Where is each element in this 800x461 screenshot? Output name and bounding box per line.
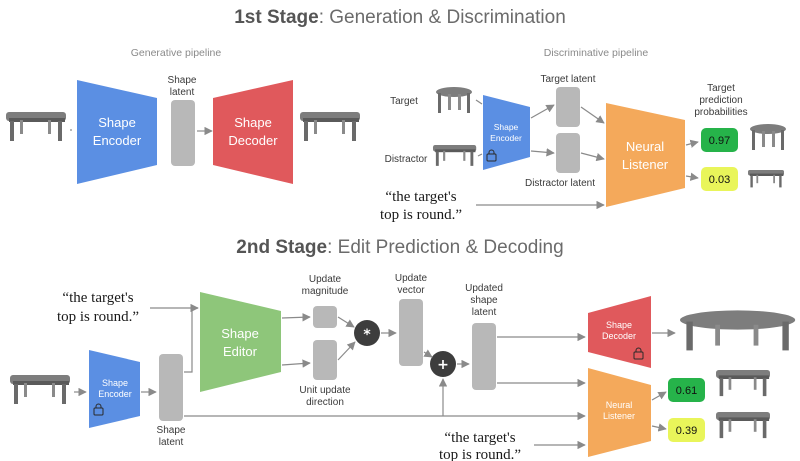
plus-symbol: +	[437, 357, 449, 373]
generative-pipeline-label: Generative pipeline	[131, 47, 222, 59]
prob-title-2: prediction	[699, 95, 742, 106]
stage2-utterance-line1: “the target's	[62, 290, 133, 306]
discriminative-pipeline-label: Discriminative pipeline	[544, 47, 649, 59]
stage1-utterance-line2: top is round.”	[380, 207, 462, 223]
stage1-utterance-line1: “the target's	[385, 189, 456, 205]
small-encoder-label-2: Encoder	[490, 133, 522, 143]
unit-direction-label-1: Unit update	[299, 385, 351, 396]
prob-title-1: Target	[707, 83, 735, 94]
stage2-utterance2-line2: top is round.”	[439, 447, 521, 461]
shape-encoder-label-2: Encoder	[93, 133, 142, 148]
prob-distractor-badge	[701, 167, 738, 191]
stage1-title: 1st Stage: Generation & Discrimination	[234, 7, 566, 28]
shape-decoder-block	[213, 80, 293, 184]
stage2-utterance-line2: top is round.”	[57, 309, 139, 325]
updated-latent-label-1: Updated	[465, 283, 503, 294]
stage2-shape-latent-label-1: Shape	[157, 425, 186, 436]
stage2-listener-label-1: Neural	[606, 400, 633, 410]
prob-edited-value: 0.61	[676, 385, 697, 397]
distractor-latent-label: Distractor latent	[525, 178, 595, 189]
prob-target-value: 0.97	[709, 135, 730, 147]
stage2-shape-latent-label-2: latent	[159, 437, 184, 448]
prob-target-badge	[701, 128, 738, 152]
lock-icon	[93, 403, 104, 416]
multiply-symbol: *	[363, 327, 371, 343]
small-encoder-label-1: Shape	[494, 122, 519, 132]
stage2-neural-listener-block	[588, 368, 651, 457]
prob-distractor-value: 0.03	[709, 174, 730, 186]
target-latent-block	[556, 87, 580, 127]
neural-listener-label-1: Neural	[626, 139, 664, 154]
unit-direction-label-2: direction	[306, 397, 344, 408]
lock-icon	[633, 347, 644, 360]
update-vector-label-1: Update	[395, 273, 428, 284]
shape-editor-label-1: Shape	[221, 326, 259, 341]
update-vector-block	[399, 299, 423, 366]
shape-latent-label-2: latent	[170, 87, 195, 98]
edited-shape-result	[716, 370, 770, 397]
small-shape-encoder-block	[483, 95, 530, 170]
update-magnitude-block	[313, 306, 337, 328]
shape-editor-label-2: Editor	[223, 344, 258, 359]
unit-direction-block	[313, 340, 337, 380]
stage2-utterance2-line1: “the target's	[444, 430, 515, 446]
update-magnitude-label-1: Update	[309, 274, 342, 285]
stage2-input-shape	[10, 375, 70, 404]
neural-listener-label-2: Listener	[622, 157, 669, 172]
target-label: Target	[390, 96, 418, 107]
shape-latent-block	[171, 100, 195, 166]
stage2-listener-label-2: Listener	[603, 411, 635, 421]
add-operator	[430, 351, 456, 377]
edited-shape-output	[680, 310, 796, 351]
target-shape	[436, 87, 472, 113]
shape-editor-block	[200, 292, 281, 392]
stage2-shape-decoder-block	[588, 296, 651, 368]
shape-decoder-label-2: Decoder	[228, 133, 278, 148]
output-shape-table	[300, 112, 360, 141]
multiply-operator	[354, 320, 380, 346]
target-latent-label: Target latent	[540, 74, 595, 85]
distractor-label: Distractor	[385, 154, 428, 165]
prob-original-value: 0.39	[676, 425, 697, 437]
stage2-decoder-label-2: Decoder	[602, 331, 636, 341]
shape-decoder-label-1: Shape	[234, 115, 272, 130]
distractor-latent-block	[556, 133, 580, 173]
stage2-title: 2nd Stage: Edit Prediction & Decoding	[236, 237, 563, 258]
shape-latent-label-1: Shape	[168, 75, 197, 86]
distractor-shape	[433, 145, 477, 166]
shape-encoder-block	[77, 80, 157, 184]
input-shape-table	[6, 112, 66, 141]
stage2-encoder-label-2: Encoder	[98, 389, 132, 399]
lock-icon	[486, 149, 497, 162]
stage2-encoder-label-1: Shape	[102, 378, 128, 388]
prob-title-3: probabilities	[694, 107, 747, 118]
stage2-decoder-label-1: Shape	[606, 320, 632, 330]
distractor-shape-result	[748, 170, 784, 188]
updated-latent-block	[472, 323, 496, 390]
updated-latent-label-2: shape	[470, 295, 498, 306]
stage2-shape-latent-block	[159, 354, 183, 421]
neural-listener-block	[606, 103, 685, 207]
prob-edited-badge	[668, 378, 705, 402]
updated-latent-label-3: latent	[472, 307, 497, 318]
original-shape-result	[716, 412, 770, 439]
update-vector-label-2: vector	[397, 285, 425, 296]
prob-original-badge	[668, 418, 705, 442]
target-shape-result	[750, 124, 786, 150]
update-magnitude-label-2: magnitude	[302, 286, 349, 297]
shape-encoder-label-1: Shape	[98, 115, 136, 130]
